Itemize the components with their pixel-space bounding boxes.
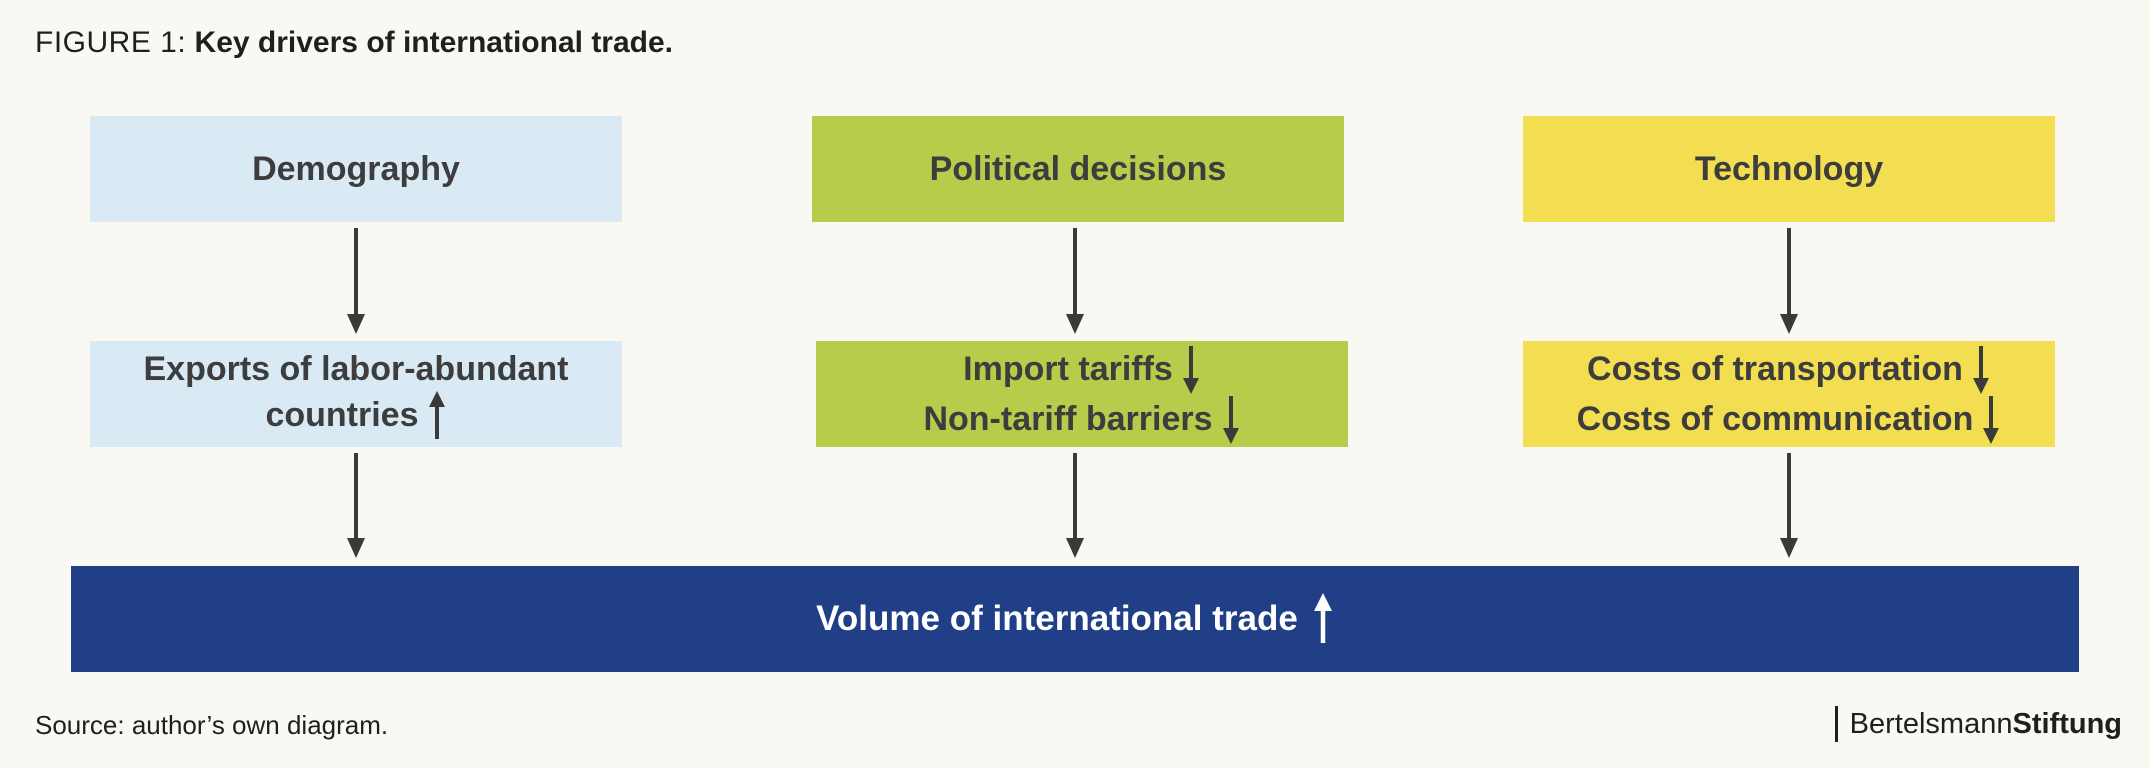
arrow-up-icon	[427, 390, 447, 441]
arrow-down-icon	[1181, 344, 1201, 394]
connector-arrowhead	[1066, 314, 1084, 334]
arrow-down-icon	[1981, 394, 2001, 444]
outcome-bar: Volume of international trade	[71, 566, 2079, 672]
driver-box-technology: Technology	[1523, 116, 2055, 222]
figure-label: FIGURE 1:	[35, 26, 187, 59]
effect-text: Costs of transportation	[1587, 349, 1963, 388]
arrow-down-icon	[1221, 394, 1241, 444]
figure-title: FIGURE 1: Key drivers of international t…	[35, 22, 673, 64]
arrow-up-icon	[1312, 593, 1334, 645]
effect-text: Import tariffs	[963, 349, 1173, 388]
effect-box-political-decisions: Import tariffs Non-tariff barriers	[816, 341, 1348, 447]
driver-box-political-decisions: Political decisions	[812, 116, 1344, 222]
effect-line: Costs of transportation	[1587, 344, 1991, 394]
effect-line: countries	[265, 390, 447, 441]
brand-regular: Bertelsmann	[1849, 707, 2013, 740]
outcome-label: Volume of international trade	[816, 599, 1298, 638]
source-note: Source: author’s own diagram.	[35, 710, 389, 740]
driver-label-technology: Technology	[1694, 149, 1884, 188]
effect-line: Non-tariff barriers	[923, 394, 1240, 444]
effect-box-demography: Exports of labor-abundant countries	[90, 341, 622, 447]
driver-label-demography: Demography	[252, 149, 460, 188]
arrow-down-icon	[1971, 344, 1991, 394]
connector-arrowhead	[1066, 538, 1084, 558]
connector-arrowhead	[1780, 538, 1798, 558]
brand-bold: Stiftung	[2012, 707, 2122, 740]
effect-line: Costs of communication	[1577, 394, 2002, 444]
effect-text: Exports of labor-abundant	[143, 349, 569, 388]
effect-text: Costs of communication	[1576, 399, 1974, 438]
connector-arrowhead	[1780, 314, 1798, 334]
driver-label-political-decisions: Political decisions	[929, 149, 1227, 188]
effect-text: countries	[265, 396, 419, 434]
effect-box-technology: Costs of transportation Costs of communi…	[1523, 341, 2055, 447]
effect-line: Exports of labor-abundant	[144, 348, 569, 391]
effect-text: Non-tariff barriers	[923, 399, 1213, 438]
driver-box-demography: Demography	[90, 116, 622, 222]
figure-caption: Key drivers of international trade.	[194, 26, 674, 59]
connector-arrowhead	[347, 538, 365, 558]
effect-line: Import tariffs	[963, 344, 1201, 394]
connector-arrowhead	[347, 314, 365, 334]
